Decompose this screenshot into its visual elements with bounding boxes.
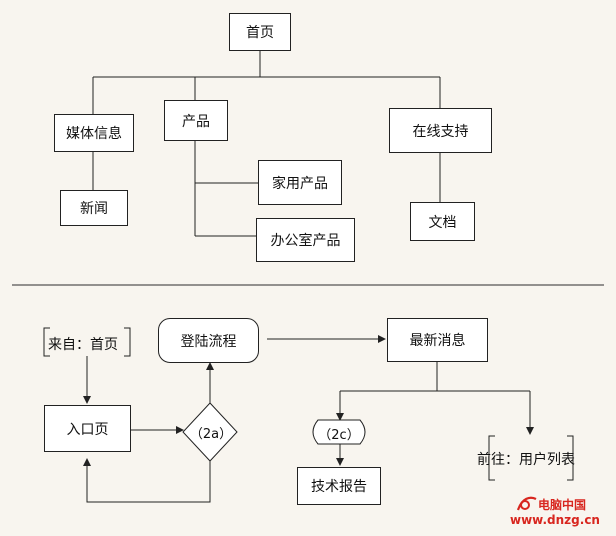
- flow-login: 登陆流程: [158, 318, 259, 363]
- from-home-bracket: [43, 327, 131, 357]
- flow-login-label: 登陆流程: [180, 333, 237, 350]
- node-online-support-label: 在线支持: [412, 123, 469, 140]
- node-office-products: 办公室产品: [256, 218, 355, 262]
- node-office-products-label: 办公室产品: [270, 233, 341, 249]
- node-products-label: 产品: [182, 113, 210, 130]
- watermark-url: www.dnzg.cn: [510, 513, 600, 527]
- site-watermark: 电脑中国 www.dnzg.cn: [510, 496, 610, 532]
- site-logo-icon: [516, 496, 537, 511]
- flow-tech-report: 技术报告: [297, 467, 381, 505]
- decision-2a-shape: [182, 402, 238, 462]
- flow-from-home: 来自：首页: [48, 334, 118, 354]
- user-list-bracket: [488, 435, 574, 481]
- node-home-products-label: 家用产品: [272, 175, 328, 192]
- node-home: 首页: [229, 13, 291, 51]
- flow-entry-page: 入口页: [44, 405, 131, 452]
- flow-goto-user-list-label: 前往：用户列表: [477, 452, 575, 468]
- arrow-2a-back-to-entry: [83, 458, 211, 503]
- node-online-support: 在线支持: [389, 108, 492, 153]
- node-media-info-label: 媒体信息: [66, 126, 122, 142]
- flow-ref-2c: （2c）: [316, 424, 362, 443]
- node-news-label: 新闻: [80, 201, 108, 217]
- node-home-products: 家用产品: [258, 160, 342, 205]
- node-news: 新闻: [60, 190, 128, 226]
- node-media-info: 媒体信息: [54, 114, 134, 152]
- flow-decision-2a: （2a）: [189, 423, 233, 442]
- flow-entry-page-label: 入口页: [66, 421, 109, 438]
- node-home-label: 首页: [246, 25, 274, 41]
- flow-goto-user-list: 前往：用户列表: [477, 449, 575, 469]
- node-products: 产品: [164, 100, 228, 141]
- node-documents: 文档: [410, 202, 475, 241]
- ref-2c-shape: [312, 419, 366, 445]
- flow-ref-2c-label: （2c）: [318, 428, 360, 443]
- flow-connectors: [83, 335, 534, 503]
- flow-latest-news-label: 最新消息: [409, 333, 466, 349]
- flow-from-home-label: 来自：首页: [48, 337, 118, 353]
- sitemap-connectors: [92, 51, 441, 237]
- flow-tech-report-label: 技术报告: [311, 479, 367, 495]
- watermark-site-name: 电脑中国: [538, 498, 587, 512]
- node-documents-label: 文档: [428, 214, 457, 231]
- flow-decision-2a-label: （2a）: [189, 427, 233, 442]
- flow-latest-news: 最新消息: [387, 318, 488, 362]
